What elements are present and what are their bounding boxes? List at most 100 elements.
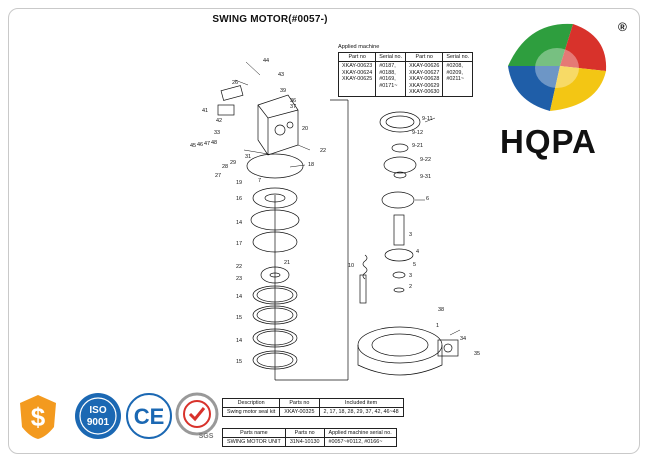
page-title: SWING MOTOR(#0057-) [212,14,328,25]
page-frame [8,8,640,454]
applied-machine-caption: Applied machine [338,44,380,50]
callout-label: 15 [236,359,242,365]
callout-label: 33 [214,130,220,136]
sgs-badge-icon: SGS [175,392,219,440]
callout-label: 34 [460,336,466,342]
callout-label: 18 [308,162,314,168]
swing-motor-exploded-diagram: 44 43 26 39 36 37 41 42 20 33 45 46 47 4… [190,58,480,381]
cell-line: XKAY-00623 [342,63,373,70]
callout-label: 26 [232,80,238,86]
header-included-item: Included item [318,398,404,408]
spring [362,254,368,280]
callout-label: 7 [258,178,261,184]
callout-label: 37 [290,104,296,110]
callout-label: 4 [416,249,419,255]
cell-line: #0211~ [446,76,465,83]
cell-line: XKAY-00628 [409,76,440,83]
motor-unit-table: Parts name Parts no Applied machine seri… [222,428,397,447]
gear [384,248,414,262]
cell-line: XKAY-00626 [409,63,440,70]
ce-mark-icon: CE [126,393,172,439]
cell-line: XKAY-00624 [342,69,373,76]
cell-line: #0171~ [379,82,398,89]
seal-ring [246,153,304,179]
table-row: XKAY-00623 XKAY-00624 XKAY-00625 #0187, … [337,61,474,98]
serial-cell: #0057~#0112, #0166~ [323,437,397,447]
callout-label: 17 [236,241,242,247]
friction-plate [252,285,298,305]
callout-label: 9-12 [412,130,423,136]
cell-line: XKAY-00629 [409,82,440,89]
callout-label: 41 [202,108,208,114]
callout-label: 22 [236,264,242,270]
friction-plate [252,328,298,348]
cell-line: #0169, [379,76,396,83]
cell-line: #0208, [446,63,463,70]
header-part-no-1: Part no [337,51,377,63]
parts-no-cell: XKAY-00325 [279,407,320,417]
callout-label: 9-11 [422,116,433,122]
serial-no-cell-1: #0187, #0188, #0169, #0171~ [375,61,407,98]
leader-line [297,144,311,151]
header-serial-no-2: Serial no. [442,51,474,63]
table-row: Swing motor seal kit XKAY-00325 2, 17, 1… [221,407,404,417]
callout-label: 27 [215,173,221,179]
callout-label: 31 [245,154,251,160]
callout-label: 19 [236,180,242,186]
sgs-label: SGS [199,433,214,440]
pin [359,274,367,304]
leader-line [449,329,461,336]
header-part-no-2: Part no [405,51,444,63]
description-cell: Swing motor seal kit [221,407,281,417]
gear-small [391,143,409,153]
rotor [260,266,290,284]
seal-ring [250,209,300,231]
iso-label: ISO [89,405,106,416]
header-parts-name: Parts name [222,428,286,438]
callout-label: 45 [190,143,196,149]
callout-label: 3 [409,232,412,238]
callout-label: 20 [302,126,308,132]
table-row: SWING MOTOR UNIT 31N4-10130 #0057~#0112,… [222,437,397,447]
part-no-cell-1: XKAY-00623 XKAY-00624 XKAY-00625 [337,61,377,98]
callout-label: 42 [216,118,222,124]
seal-kit-table: Description Parts no Included item Swing… [221,398,404,417]
brand-logo-text: HQPA [500,123,597,160]
table-header-row: Parts name Parts no Applied machine seri… [222,428,397,438]
brake-plate [252,187,298,209]
callout-label: 9-22 [420,157,431,163]
leader-line [243,149,269,155]
hqpa-logo-mark [508,23,607,111]
header-parts-no: Parts no [279,398,320,408]
header-serial: Applied machine serial no. [323,428,397,438]
callout-label: 29 [230,160,236,166]
dollar-shield-icon: $ [20,395,56,439]
applied-machine-table: Part no Serial no. Part no Serial no. XK… [337,51,474,98]
callout-label: 47 [204,141,210,147]
callout-label: 21 [284,260,290,266]
parts-name-cell: SWING MOTOR UNIT [222,437,286,447]
callout-label: 23 [236,276,242,282]
leader-line [234,79,249,86]
cell-line: #0209, [446,69,463,76]
cell-line: XKAY-00625 [342,76,373,83]
callout-label: 48 [211,140,217,146]
gear [383,156,417,174]
callout-label: 9-21 [412,143,423,149]
table-header-row: Description Parts no Included item [221,398,404,408]
leader-line [289,164,306,168]
cell-line: #0188, [379,69,396,76]
callout-label: 16 [236,196,242,202]
callout-label: 5 [413,262,416,268]
callout-label: 6 [426,196,429,202]
included-item-cell: 2, 17, 18, 28, 29, 37, 42, 46~48 [318,407,404,417]
callout-label: 15 [236,315,242,321]
callout-label: 22 [320,148,326,154]
friction-plate [252,305,298,325]
ce-label: CE [134,404,165,429]
callout-label: 43 [278,72,284,78]
registered-mark: ® [618,20,627,34]
callout-label: 3 [409,273,412,279]
header-description: Description [221,398,281,408]
callout-label: 14 [236,338,242,344]
